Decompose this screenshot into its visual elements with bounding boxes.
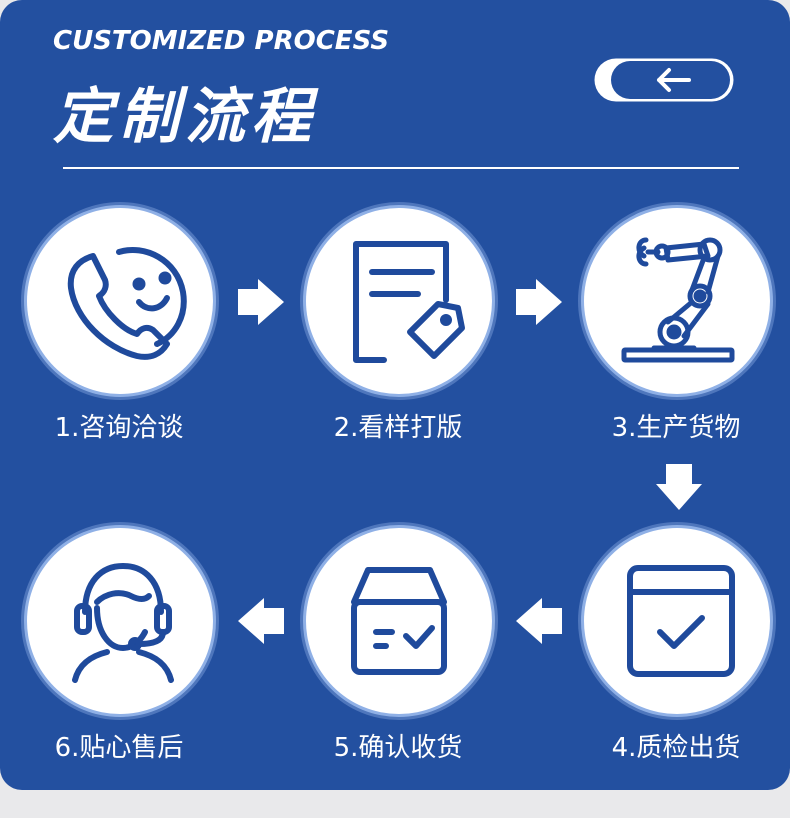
step-1-label: 1.咨询洽谈 bbox=[54, 413, 184, 443]
step-4-circle bbox=[584, 528, 770, 714]
arrow-left-icon bbox=[514, 596, 564, 646]
phone-chat-icon bbox=[67, 247, 187, 360]
headset-agent-icon bbox=[72, 563, 174, 683]
arrow-down-icon bbox=[654, 462, 704, 512]
robot-arm-icon bbox=[621, 237, 735, 363]
back-arrow-icon bbox=[594, 58, 734, 102]
arrow-left-icon bbox=[236, 596, 286, 646]
header-divider bbox=[63, 167, 739, 169]
box-check-icon bbox=[351, 567, 447, 675]
step-3-circle bbox=[584, 208, 770, 394]
step-6-circle bbox=[27, 528, 213, 714]
step-4-label: 4.质检出货 bbox=[611, 733, 741, 763]
arrow-right-icon bbox=[514, 277, 564, 327]
checked-window-icon bbox=[627, 565, 735, 677]
step-5-circle bbox=[306, 528, 492, 714]
step-1-circle bbox=[27, 208, 213, 394]
step-2-circle bbox=[306, 208, 492, 394]
page-subtitle: CUSTOMIZED PROCESS bbox=[53, 26, 390, 56]
step-6-label: 6.贴心售后 bbox=[54, 733, 184, 763]
step-3-label: 3.生产货物 bbox=[611, 413, 741, 443]
arrow-right-icon bbox=[236, 277, 286, 327]
step-5-label: 5.确认收货 bbox=[333, 733, 463, 763]
step-2-label: 2.看样打版 bbox=[333, 413, 463, 443]
document-tag-icon bbox=[353, 241, 465, 363]
page-title: 定制流程 bbox=[53, 82, 317, 152]
process-panel: CUSTOMIZED PROCESS 定制流程 1.咨询洽谈 bbox=[0, 0, 790, 790]
back-button[interactable] bbox=[593, 57, 735, 103]
